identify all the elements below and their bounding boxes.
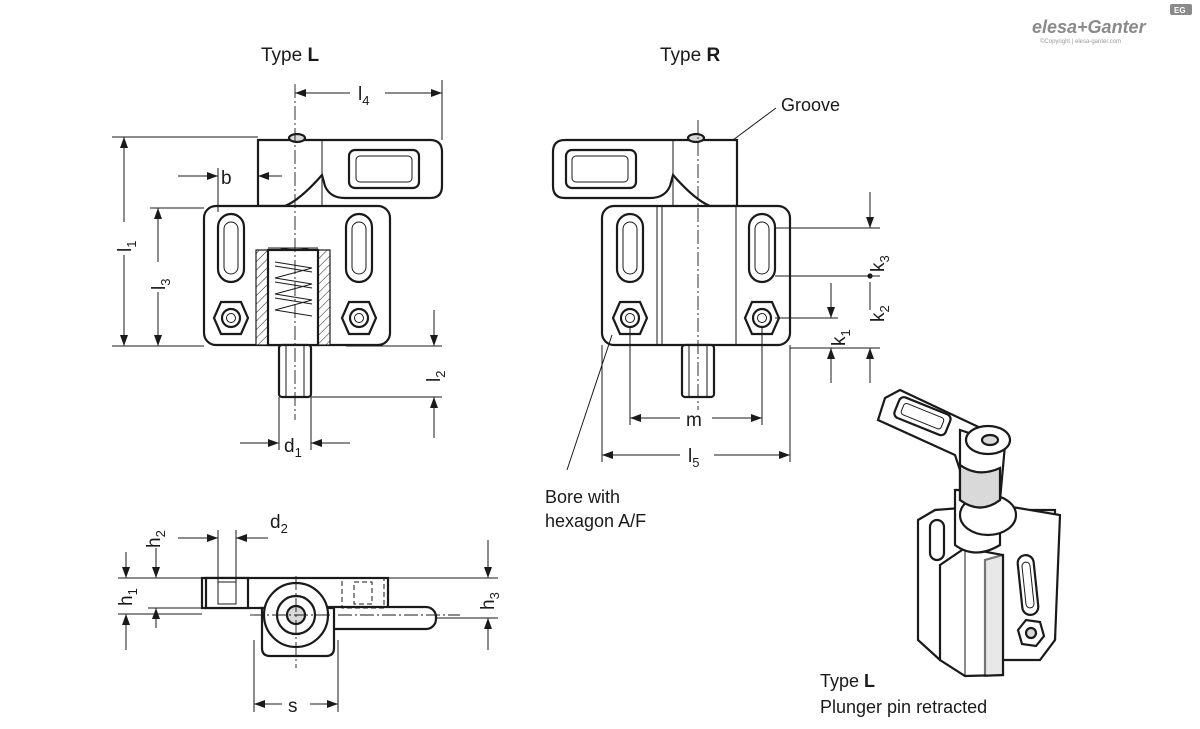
dim-l3-label: l3 (149, 279, 173, 290)
dim-s-label: s (288, 696, 298, 717)
dim-h3-label: h3 (478, 592, 502, 610)
callout-bore-line2: hexagon A/F (545, 511, 646, 531)
isometric-view (876, 388, 1062, 678)
dim-h2-label: h2 (144, 530, 168, 548)
callout-groove: Groove (781, 95, 840, 115)
dim-m-label: m (686, 410, 702, 431)
dim-k2-label: k2 (868, 305, 892, 322)
type-r-front-view (551, 120, 792, 410)
iso-caption: Plunger pin retracted (820, 697, 987, 717)
type-l-title: Type L (261, 45, 319, 66)
dim-d2-label: d2 (270, 512, 288, 536)
type-l-front-view (202, 84, 444, 420)
type-r-dimensions: Groove k3 k2 k1 m l5 (545, 95, 892, 531)
top-view-dimensions: d2 h2 h1 h3 s (116, 512, 502, 717)
iso-title: Type L (820, 671, 875, 691)
dim-l5-label: l5 (688, 446, 699, 470)
dim-h1-label: h1 (116, 588, 140, 606)
dim-k3-label: k3 (868, 255, 892, 272)
brand-copyright: ©Copyright | elesa-ganter.com (1040, 38, 1121, 45)
dim-l1-label: l1 (115, 241, 139, 252)
brand-badge: EG (1174, 6, 1186, 15)
brand-logo: elesa+Ganter EG ©Copyright | elesa-gante… (1032, 4, 1192, 45)
dim-k1-label: k1 (829, 329, 853, 346)
dim-d1-label: d1 (284, 436, 302, 460)
type-l-dimensions: l4 l1 l3 b l2 (112, 80, 448, 460)
type-r-title: Type R (660, 45, 720, 66)
brand-name: elesa+Ganter (1032, 17, 1147, 37)
callout-bore-line1: Bore with (545, 487, 620, 507)
dim-l2-label: l2 (424, 371, 448, 382)
top-view (200, 576, 460, 668)
dim-b-label: b (221, 168, 232, 189)
dim-l4-label: l4 (358, 84, 369, 108)
